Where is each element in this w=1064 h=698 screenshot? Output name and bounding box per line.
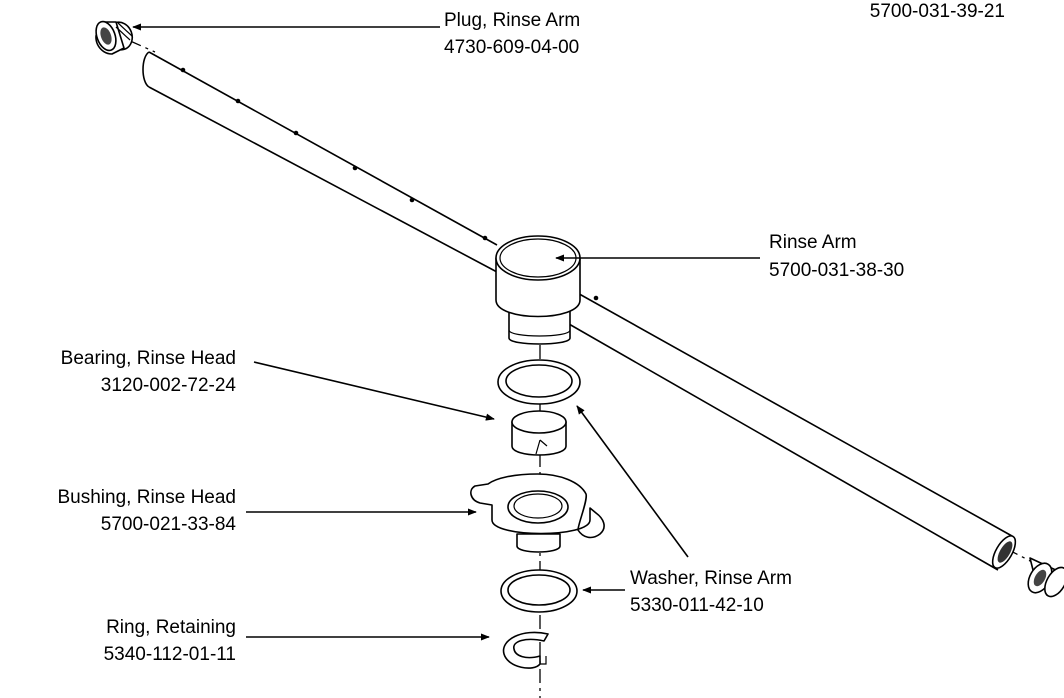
label-bearing-name: Bearing, Rinse Head xyxy=(61,348,236,369)
retaining-ring xyxy=(502,631,549,669)
label-plug-name: Plug, Rinse Arm xyxy=(444,10,580,31)
washer-upper xyxy=(497,359,581,405)
label-washer-name: Washer, Rinse Arm xyxy=(630,568,792,589)
rinse-arm-tube xyxy=(142,51,1017,571)
label-bearing-part-number: 3120-002-72-24 xyxy=(101,375,237,396)
leader-washer-upper xyxy=(576,405,689,558)
label-bushing-name: Bushing, Rinse Head xyxy=(58,487,237,508)
top-right-part-number: 5700-031-39-21 xyxy=(870,1,1005,22)
label-plug-part-number: 4730-609-04-00 xyxy=(444,37,579,58)
rinse-arm-hub xyxy=(495,235,581,345)
label-rinse-arm-part-number: 5700-031-38-30 xyxy=(769,260,904,281)
bushing-rinse-head xyxy=(470,473,605,553)
label-ring-name: Ring, Retaining xyxy=(106,617,236,638)
plug-left xyxy=(95,20,134,55)
label-rinse-arm-name: Rinse Arm xyxy=(769,232,857,253)
plug-axis-left xyxy=(127,39,156,53)
leader-bearing xyxy=(253,361,495,421)
label-ring-part-number: 5340-112-01-11 xyxy=(104,644,236,665)
label-washer-part-number: 5330-011-42-10 xyxy=(630,595,764,616)
bearing-rinse-head xyxy=(511,410,567,456)
label-bushing-part-number: 5700-021-33-84 xyxy=(101,514,237,535)
plug-right xyxy=(1027,557,1064,598)
washer-lower xyxy=(500,569,578,613)
